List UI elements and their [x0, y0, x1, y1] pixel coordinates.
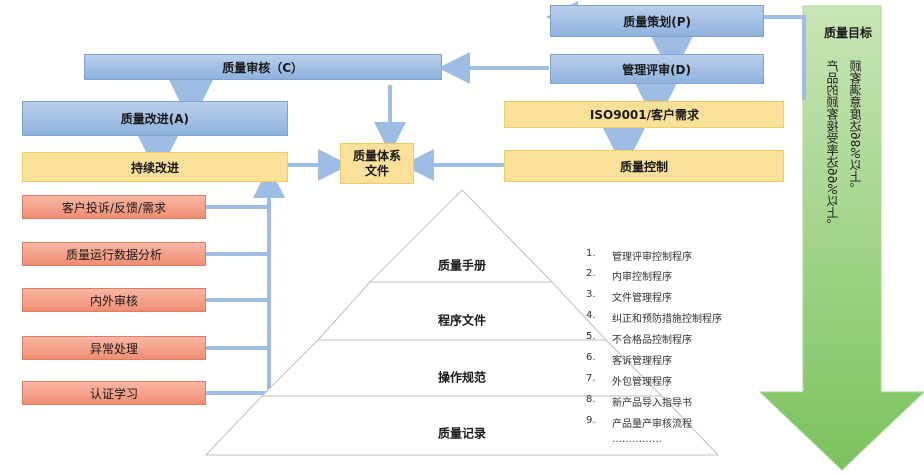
procedure-num: 7.: [586, 373, 596, 384]
input-box-1: 客户投诉/反馈/需求: [22, 195, 206, 219]
iso-box: ISO9001/客户需求: [504, 101, 784, 128]
input-box-2: 质量运行数据分析: [22, 242, 206, 266]
procedure-num: 6.: [586, 352, 596, 363]
procedure-num: 1.: [586, 248, 596, 259]
procedure-text: 内审控制程序: [612, 272, 672, 283]
input-label-2: 质量运行数据分析: [66, 247, 163, 262]
input-label-3: 内外审核: [90, 293, 139, 308]
audit-box: 质量审核（C）: [84, 54, 442, 80]
procedure-num: 3.: [586, 289, 596, 300]
goal-line-2: 产品的顾客接受率达99%以上。: [826, 60, 840, 231]
procedure-text: 纠正和预防措施控制程序: [612, 314, 722, 325]
input-label-4: 异常处理: [90, 341, 139, 356]
procedure-text: 新产品导入指导书: [612, 398, 692, 409]
control-box: 质量控制: [504, 150, 784, 182]
goal-line-1: 顾客满意度达98%以上。: [849, 60, 863, 195]
continuous-label: 持续改进: [131, 160, 180, 175]
pyramid-label-2: 程序文件: [437, 313, 487, 328]
pyramid-label-1: 质量手册: [437, 258, 487, 273]
procedure-num: 2.: [586, 268, 596, 279]
management-review-box: 管理评审(D): [550, 54, 764, 84]
procedure-num: 8.: [586, 394, 596, 405]
system-doc-box: 质量体系 文件: [340, 143, 414, 184]
procedure-text: 客诉管理程序: [612, 356, 672, 367]
plan-label: 质量策划(P): [623, 14, 691, 29]
continuous-improve-box: 持续改进: [22, 152, 288, 182]
pyramid-label-3: 操作规范: [437, 370, 487, 385]
procedure-text: 文件管理程序: [612, 293, 672, 304]
procedure-more: ……………: [612, 434, 662, 445]
procedure-text: 外包管理程序: [612, 377, 672, 388]
goal-title: 质量目标: [823, 26, 872, 40]
plan-box: 质量策划(P): [550, 5, 764, 37]
control-label: 质量控制: [620, 159, 669, 174]
system-doc-label: 质量体系 文件: [353, 148, 402, 178]
audit-label: 质量审核（C）: [222, 60, 304, 75]
input-box-3: 内外审核: [22, 288, 206, 312]
procedure-list: 1. 管理评审控制程序 2. 内审控制程序 3. 文件管理程序 4. 纠正和预防…: [586, 248, 746, 448]
procedure-num: 9.: [586, 415, 596, 426]
procedure-num: 4.: [586, 310, 596, 321]
procedure-text: 管理评审控制程序: [612, 252, 692, 263]
procedure-num: 5.: [586, 331, 596, 342]
input-label-5: 认证学习: [90, 386, 139, 401]
goal-arrow-shape: [758, 5, 924, 471]
improve-box: 质量改进(A): [22, 101, 288, 136]
inputs-feed-line: [206, 166, 285, 395]
input-label-1: 客户投诉/反馈/需求: [61, 200, 167, 215]
improve-label: 质量改进(A): [120, 112, 190, 126]
review-label: 管理评审(D): [622, 62, 692, 77]
input-box-4: 异常处理: [22, 336, 206, 360]
input-box-5: 认证学习: [22, 381, 206, 405]
pyramid-label-4: 质量记录: [437, 426, 487, 441]
procedure-text: 产品量产审核流程: [612, 419, 692, 430]
procedure-text: 不合格品控制程序: [612, 335, 692, 346]
pyramid-tier-4: [204, 395, 720, 456]
iso-label: ISO9001/客户需求: [589, 108, 699, 122]
